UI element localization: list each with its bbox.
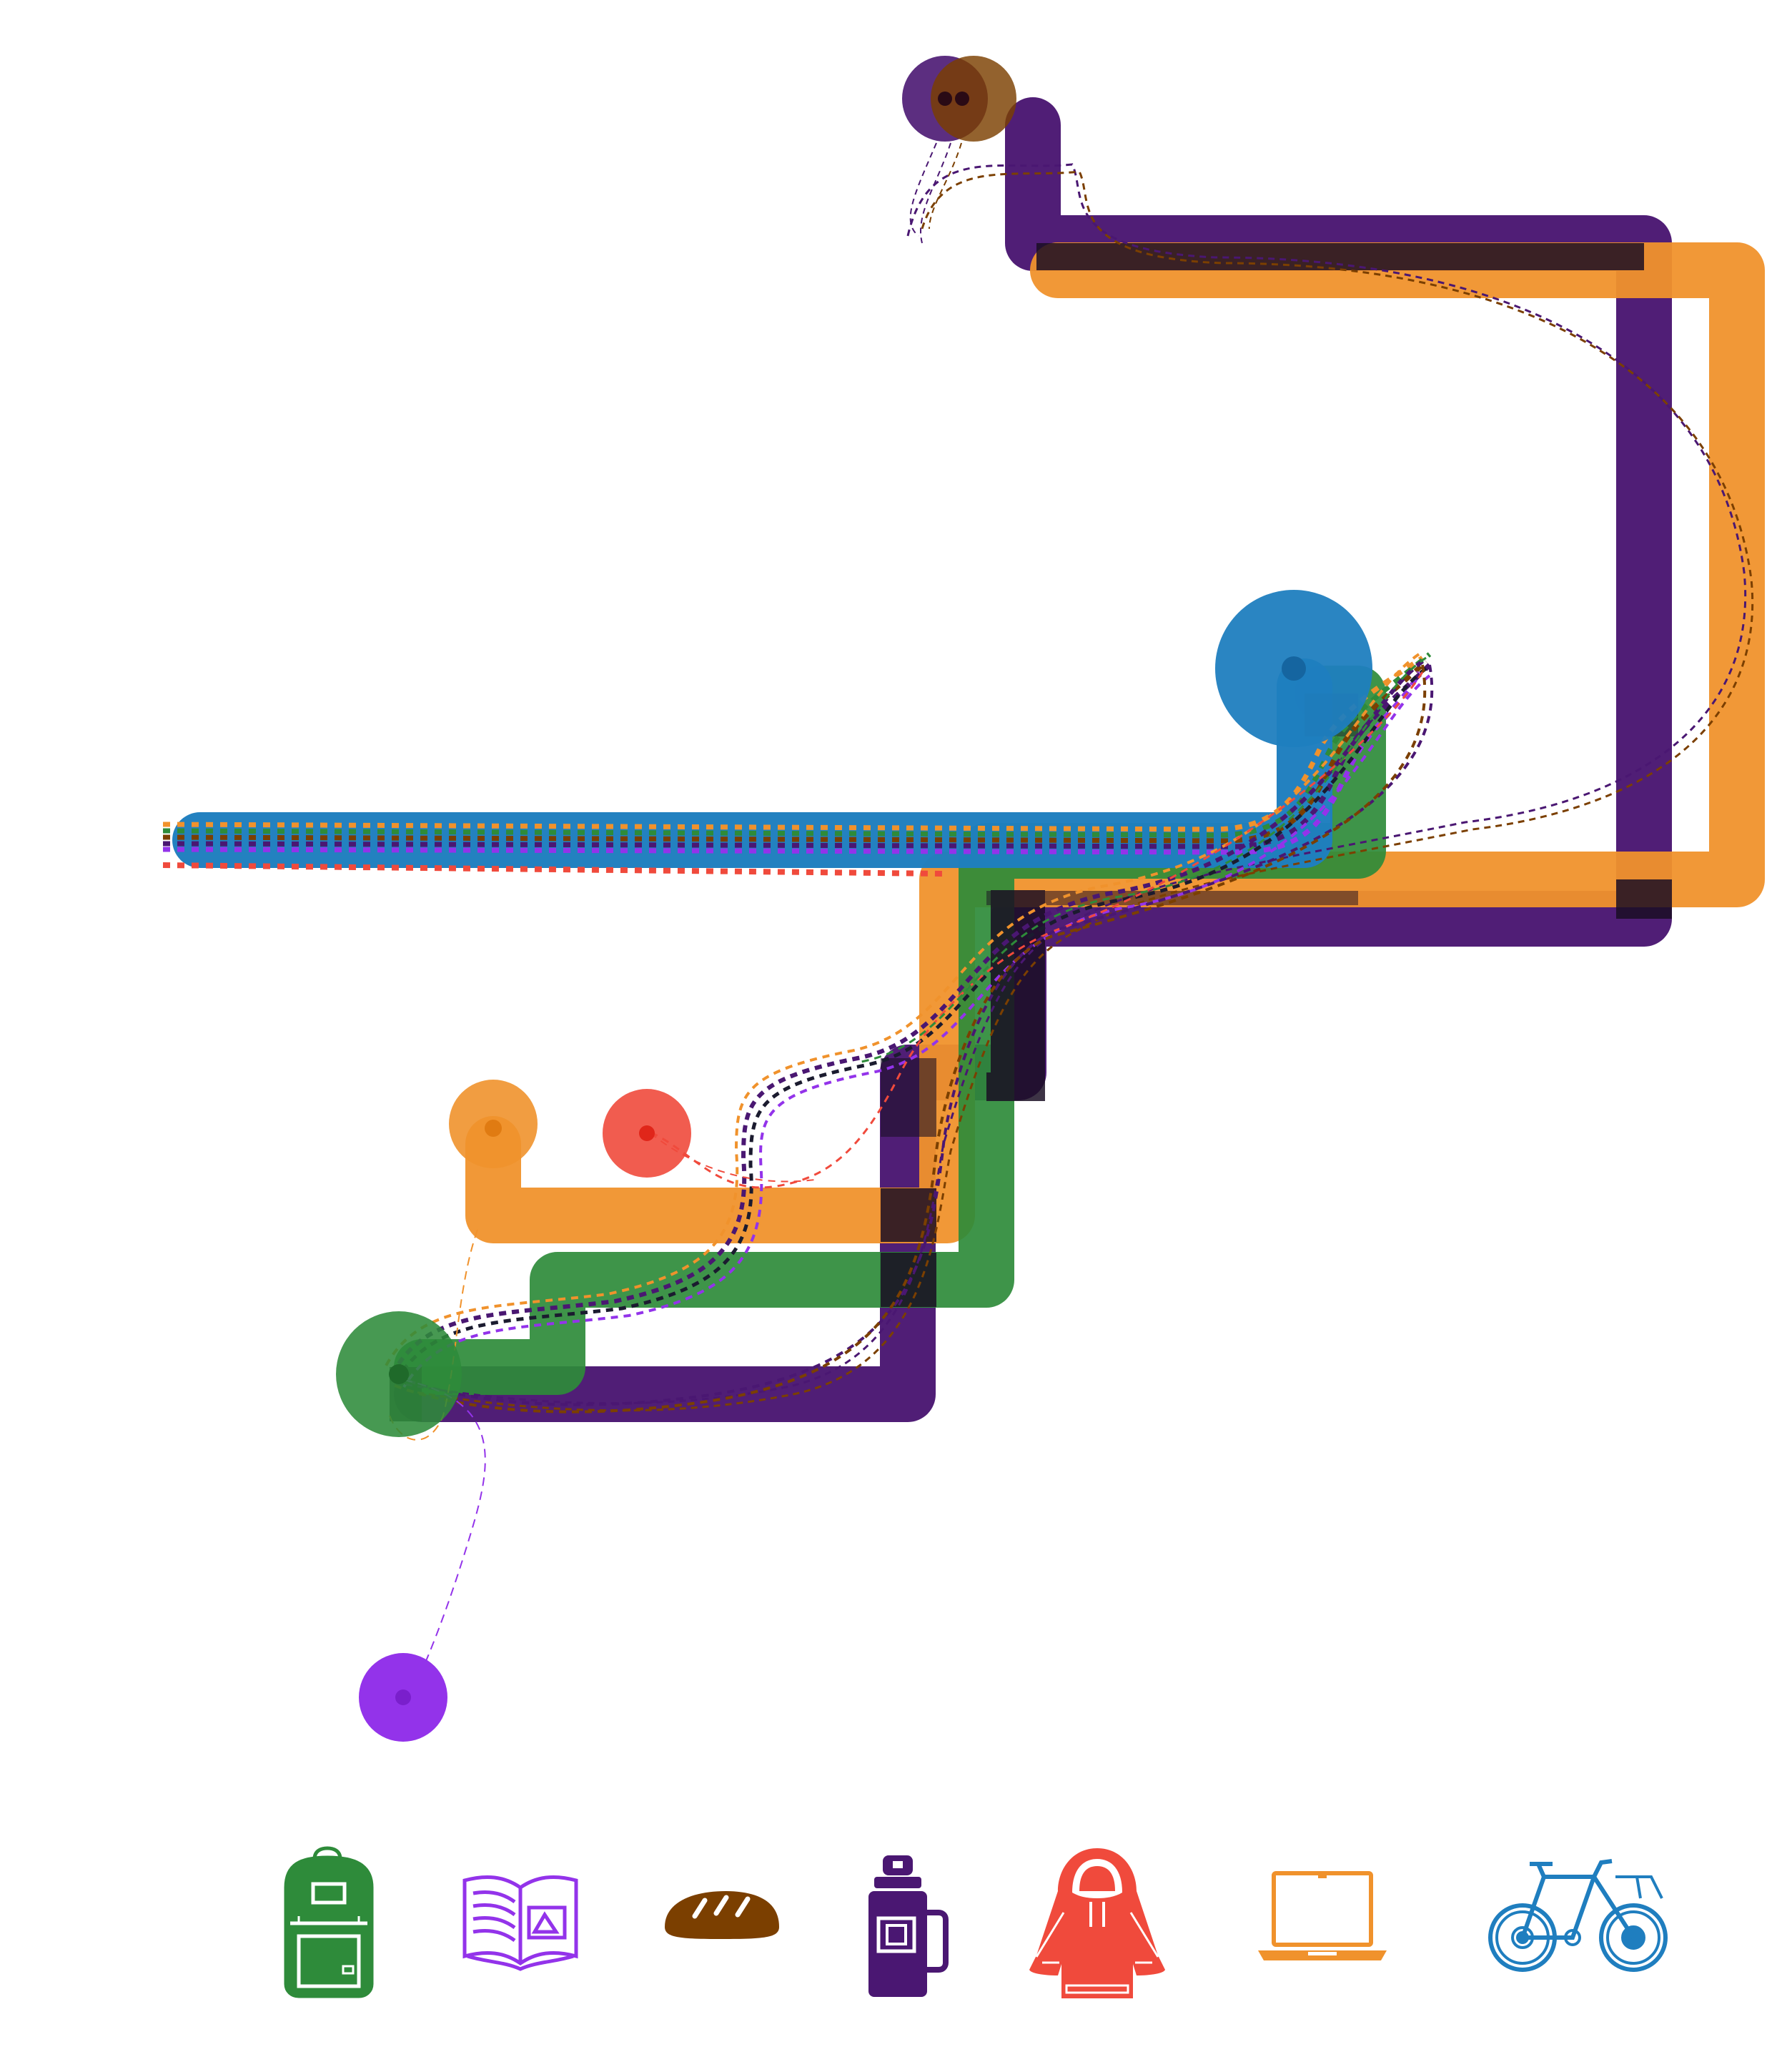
trajectory-snake-dark: [395, 666, 1427, 1381]
trajectory-wisp-top: [909, 142, 951, 244]
marker-purple-top-center: [938, 92, 952, 106]
marker-red-center: [639, 1125, 655, 1141]
bread-loaf-icon: [665, 1891, 779, 1939]
marker-brown-top-center: [955, 92, 969, 106]
route-bands: [172, 97, 1765, 1422]
trajectory-green: [162, 652, 1432, 838]
green-route: [394, 666, 1386, 1395]
location-markers: [336, 56, 1372, 1742]
bicycle-icon: [1488, 1859, 1668, 1972]
backpack-icon: [284, 1846, 374, 1998]
trajectory-red: [162, 862, 944, 877]
marker-orange-center: [485, 1120, 502, 1137]
trajectory-wisp-violet: [403, 1379, 486, 1702]
open-book-icon: [462, 1875, 578, 1971]
orange-route: [465, 242, 1765, 1243]
marker-violet-center: [395, 1689, 411, 1705]
dashed-trajectories: [162, 142, 1754, 1702]
blue-route: [172, 658, 1332, 868]
marker-green-center: [389, 1364, 409, 1384]
trajectory-loop-top: [400, 163, 1747, 1405]
trajectory-snake-purple: [391, 659, 1424, 1374]
marker-brown-top: [931, 56, 1016, 142]
trajectory-snake-violet: [402, 674, 1431, 1388]
trajectory-lower-purple: [396, 664, 1434, 1406]
water-bottle-icon: [868, 1855, 949, 1997]
hoodie-icon: [1029, 1848, 1165, 1998]
trajectory-loop-top-brown: [407, 170, 1754, 1412]
marker-blue-center: [1282, 656, 1306, 681]
trajectory-snake-green: [861, 656, 1427, 1063]
laptop-icon: [1258, 1871, 1387, 1960]
trajectory-wisp-top-orange: [929, 142, 962, 230]
trajectory-lower-brown: [389, 664, 1427, 1414]
legend: [284, 1846, 1668, 1998]
trajectory-snake-orange: [385, 653, 1420, 1366]
